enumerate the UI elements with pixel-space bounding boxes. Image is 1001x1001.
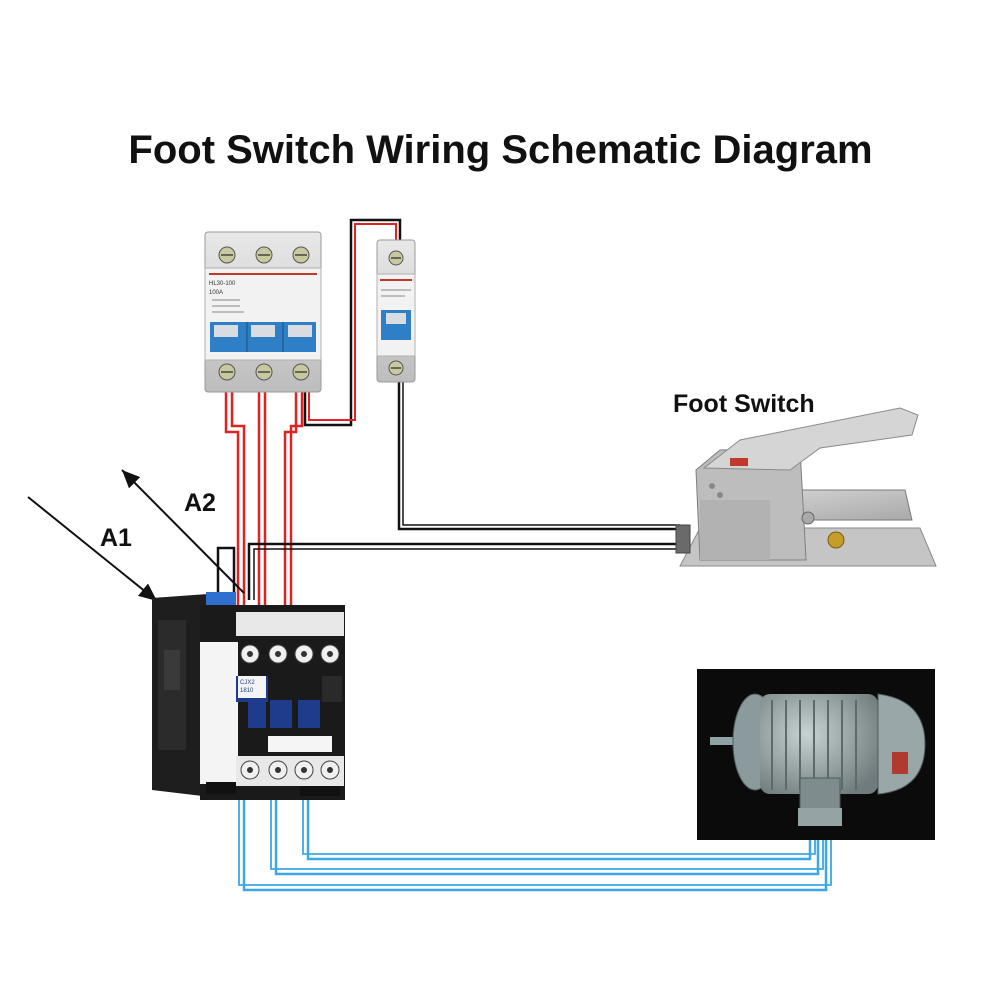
power-wire-l1 <box>224 380 240 606</box>
a1-arrow <box>27 496 158 602</box>
coil-loop-wire <box>216 546 236 600</box>
contactor-model-text: CJX2 <box>240 680 255 686</box>
motor <box>697 669 935 840</box>
a2-label: A2 <box>184 489 216 517</box>
foot-switch-label: Foot Switch <box>673 390 815 418</box>
control-wire-return <box>247 542 680 600</box>
contactor-sub-text: 1810 <box>240 688 254 694</box>
motor-wire-t2 <box>274 790 820 876</box>
motor-wires <box>238 790 832 892</box>
motor-wire-t1 <box>242 790 828 892</box>
three-pole-breaker <box>204 231 322 393</box>
diagram-title: Foot Switch Wiring Schematic Diagram <box>128 128 873 172</box>
motor-wire-t3 <box>306 790 812 861</box>
power-wires <box>224 380 304 606</box>
contactor <box>152 592 345 800</box>
a1-label: A1 <box>100 524 132 552</box>
control-wire-to-switch <box>397 380 680 531</box>
foot-switch-device <box>675 407 937 567</box>
breaker-rating-text: 100A <box>209 290 224 296</box>
a2-arrow <box>121 469 245 594</box>
single-pole-breaker <box>376 239 416 383</box>
breaker-model-text: HL30-100 <box>209 281 236 287</box>
control-wire-feed <box>303 218 402 427</box>
control-wires <box>216 218 680 600</box>
